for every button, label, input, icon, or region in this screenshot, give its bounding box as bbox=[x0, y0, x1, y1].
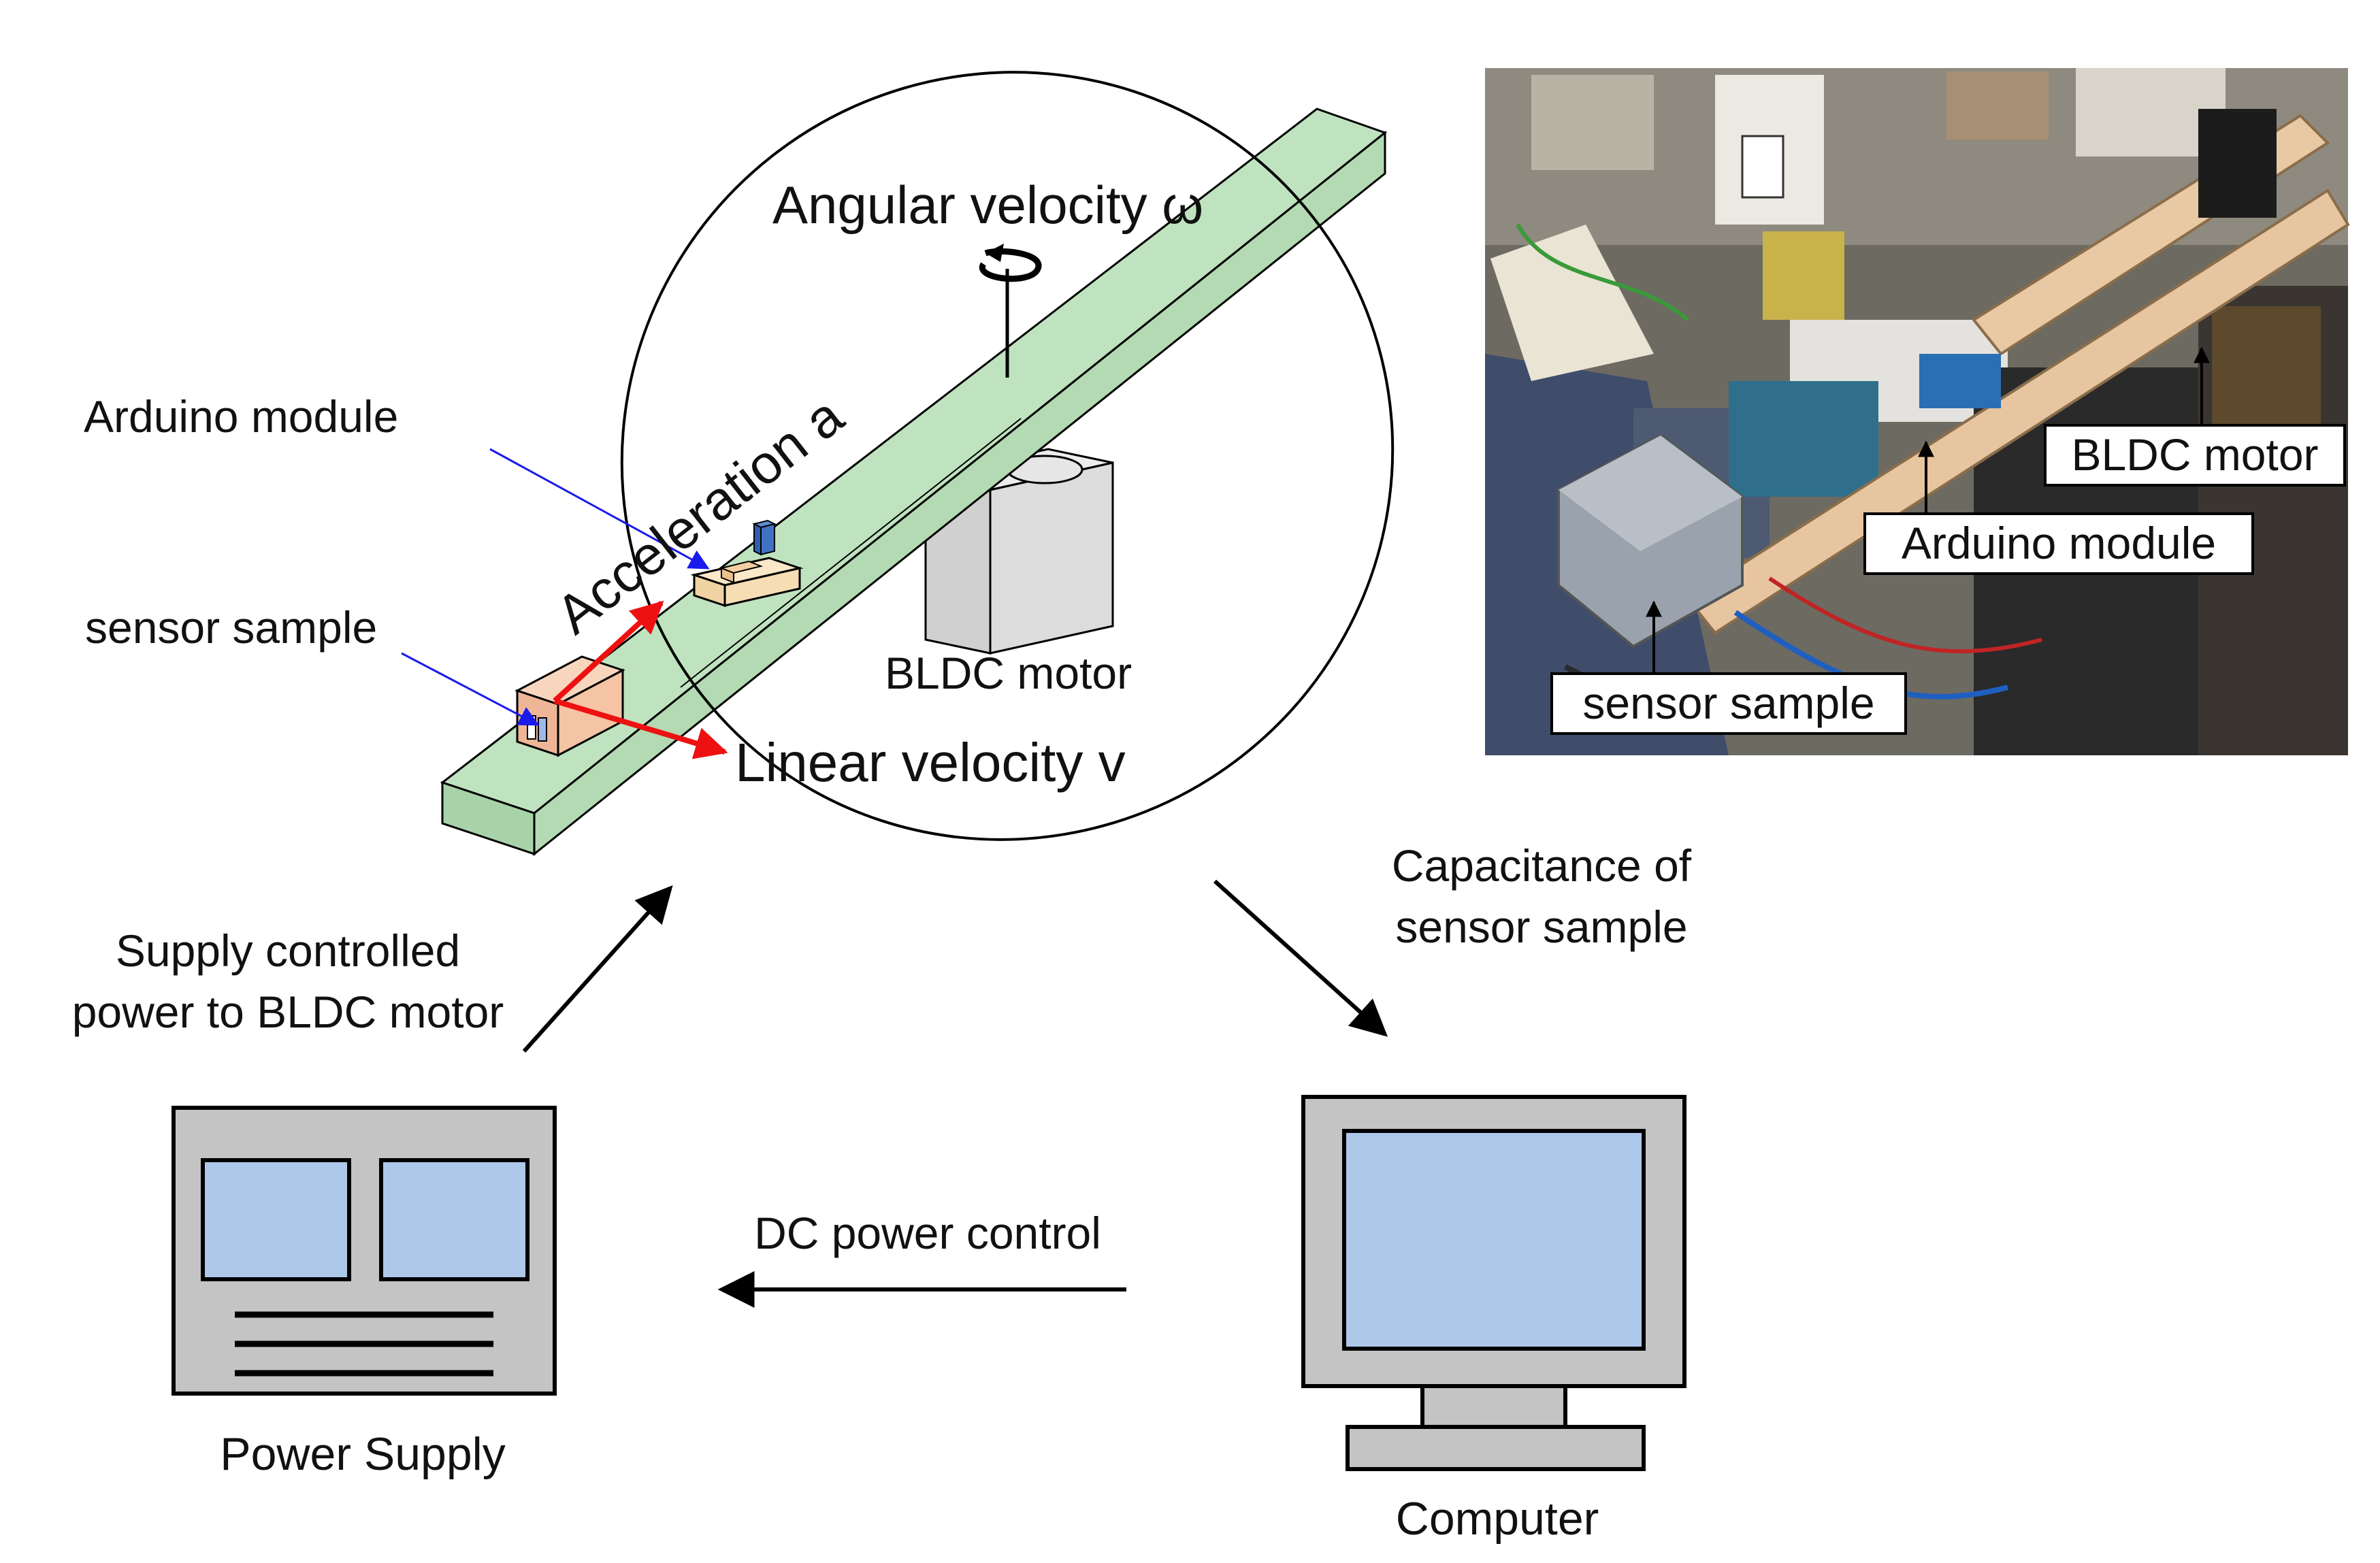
svg-text:sensor sample: sensor sample bbox=[1582, 678, 1874, 728]
computer-label: Computer bbox=[1396, 1493, 1599, 1545]
arduino-pointer bbox=[489, 448, 710, 570]
arrow-to-computer bbox=[1213, 879, 1388, 1037]
photo-label-sensor-sample: sensor sample bbox=[1550, 672, 1907, 735]
bldc-motor-label: BLDC motor bbox=[885, 648, 1132, 698]
experiment-photo bbox=[1485, 68, 2350, 755]
computer-device bbox=[1301, 1095, 1686, 1471]
dc-power-control-label: DC power control bbox=[754, 1208, 1101, 1258]
capacitance-label-line2: sensor sample bbox=[1395, 902, 1687, 952]
capacitance-label-line1: Capacitance of bbox=[1392, 840, 1692, 891]
linear-velocity-label: Linear velocity v bbox=[735, 732, 1126, 793]
rotation-orbit bbox=[620, 71, 1395, 841]
arduino-module-label: Arduino module bbox=[84, 391, 398, 442]
arrow-to-motor bbox=[522, 885, 673, 1053]
rotation-axis bbox=[979, 244, 1042, 378]
linear-velocity-vector bbox=[553, 698, 728, 759]
supply-label-line2: power to BLDC motor bbox=[72, 987, 504, 1037]
power-supply-device bbox=[172, 1106, 557, 1396]
angular-velocity-label: Angular velocity ω bbox=[772, 175, 1203, 235]
power-supply-label: Power Supply bbox=[220, 1428, 506, 1480]
sensor-sample-label: sensor sample bbox=[85, 602, 377, 653]
svg-text:Arduino module: Arduino module bbox=[1902, 518, 2216, 568]
sensor-pointer bbox=[401, 652, 540, 726]
acceleration-vector bbox=[553, 600, 664, 703]
arduino-module-model bbox=[690, 519, 804, 608]
rotating-beam bbox=[440, 108, 1388, 857]
supply-label-line1: Supply controlled bbox=[116, 925, 460, 976]
photo-label-arduino-module: Arduino module bbox=[1863, 512, 2254, 575]
photo-label-bldc-motor: BLDC motor bbox=[2044, 424, 2346, 487]
svg-text:BLDC motor: BLDC motor bbox=[2071, 429, 2318, 480]
